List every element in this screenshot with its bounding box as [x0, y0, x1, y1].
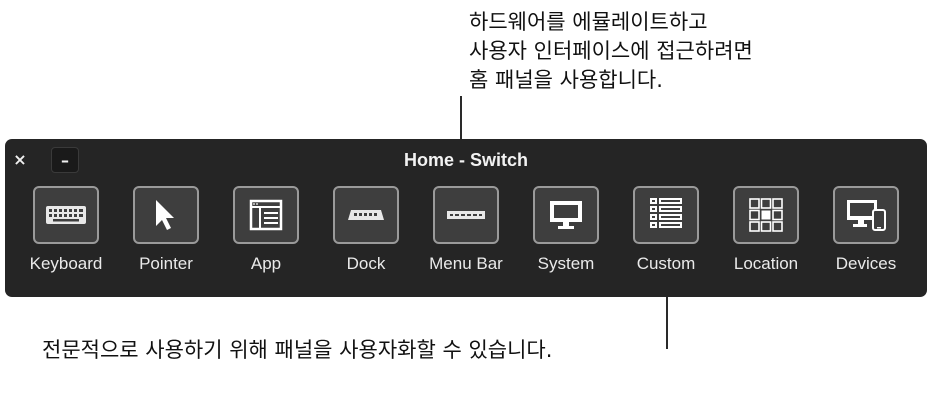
menu-bar-label: Menu Bar	[429, 254, 503, 273]
dock-button[interactable]: Dock	[326, 186, 406, 286]
location-label: Location	[733, 254, 799, 273]
system-tile	[533, 186, 599, 244]
dock-icon	[348, 210, 384, 220]
dock-tile	[333, 186, 399, 244]
keyboard-button[interactable]: Keyboard	[26, 186, 106, 286]
custom-button[interactable]: Custom	[626, 186, 706, 286]
pointer-label: Pointer	[139, 254, 193, 273]
pointer-button[interactable]: Pointer	[126, 186, 206, 286]
system-button[interactable]: System	[526, 186, 606, 286]
callout-home-panel-note: 하드웨어를 에뮬레이트하고 사용자 인터페이스에 접근하려면 홈 패널을 사용합…	[469, 10, 753, 92]
keyboard-icon	[46, 206, 86, 224]
keyboard-label: Keyboard	[29, 254, 103, 273]
pointer-tile	[133, 186, 199, 244]
callout-pointer-line-top	[460, 96, 462, 140]
minimize-button[interactable]: –	[51, 147, 79, 173]
callout-customize-note: 전문적으로 사용하기 위해 패널을 사용자화할 수 있습니다.	[42, 338, 553, 362]
keyboard-tile	[33, 186, 99, 244]
dock-label: Dock	[346, 254, 386, 273]
devices-tile	[833, 186, 899, 244]
app-tile	[233, 186, 299, 244]
custom-tile	[633, 186, 699, 244]
system-label: System	[537, 254, 595, 273]
devices-label: Devices	[835, 254, 897, 273]
pointer-icon	[156, 200, 174, 230]
menu-bar-tile	[433, 186, 499, 244]
close-button[interactable]: ×	[13, 149, 27, 169]
home-switch-panel: × – Home - Switch Keyboard Pointer	[5, 139, 927, 297]
app-label: App	[250, 254, 282, 273]
menu-bar-button[interactable]: Menu Bar	[426, 186, 506, 286]
menu-bar-icon	[447, 211, 485, 219]
list-icon	[650, 198, 682, 228]
devices-icon	[847, 200, 886, 231]
panel-title: Home - Switch	[403, 150, 528, 170]
custom-label: Custom	[636, 254, 696, 273]
app-button[interactable]: App	[226, 186, 306, 286]
monitor-icon	[550, 201, 582, 229]
app-window-icon	[249, 199, 283, 231]
location-button[interactable]: Location	[726, 186, 806, 286]
callout-pointer-line-bottom	[666, 297, 668, 349]
devices-button[interactable]: Devices	[826, 186, 906, 286]
location-tile	[733, 186, 799, 244]
grid-icon	[749, 198, 783, 232]
